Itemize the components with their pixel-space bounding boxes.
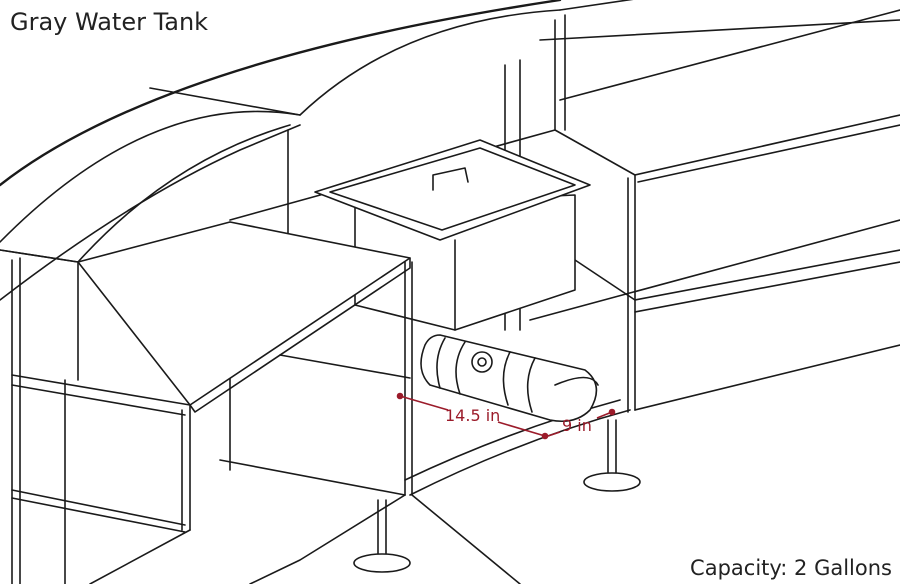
right-panels — [529, 114, 900, 413]
width-dimension-label: 9 in — [562, 416, 592, 435]
gray-water-tank — [420, 334, 599, 423]
depth-dimension-label: 14.5 in — [445, 406, 501, 425]
left-table — [0, 221, 521, 584]
diagram-title: Gray Water Tank — [10, 8, 209, 36]
capacity-label: Capacity: 2 Gallons — [690, 556, 892, 580]
sink — [314, 139, 591, 331]
leveling-feet — [353, 419, 641, 573]
dimension-lines — [396, 392, 616, 440]
lid-handle — [432, 167, 469, 191]
